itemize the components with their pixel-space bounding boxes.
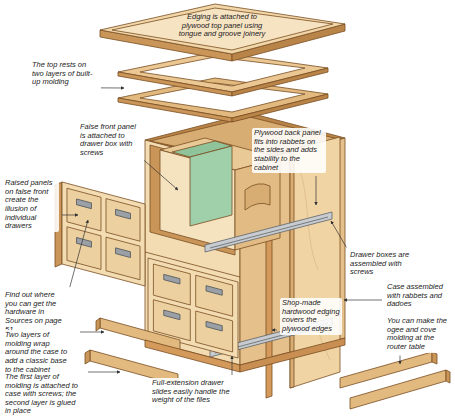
drawer-pull	[164, 310, 180, 320]
top-panel	[100, 4, 345, 61]
leader-line	[316, 176, 317, 205]
raised-panel	[196, 311, 233, 352]
leader-line	[400, 356, 401, 365]
callout-note: You can make the ogee and cove molding a…	[385, 316, 451, 353]
drawer-pull	[77, 238, 92, 248]
leader-line	[80, 332, 104, 333]
callout-note: Shop-made hardwood edging covers the ply…	[280, 298, 342, 335]
leader-line	[232, 356, 233, 375]
drawer-pull	[116, 209, 131, 219]
callout-note: Drawer boxes are assembled with screws	[348, 250, 420, 278]
callout-note: Find out where you can get the hardware …	[3, 290, 69, 335]
callout-note: The top rests on two layers of built-up …	[30, 60, 98, 88]
raised-panel	[196, 275, 233, 316]
raised-panel	[67, 188, 101, 231]
raised-panel	[106, 237, 140, 280]
drawer-pull	[206, 321, 222, 331]
callout-note: Plywood back panel fits into rabbets on …	[252, 128, 326, 173]
leader-line	[144, 160, 178, 190]
callout-note: Full-extension drawer slides easily hand…	[150, 378, 232, 406]
drawer-pull	[116, 248, 131, 258]
callout-note: Raised panels on false front create the …	[3, 178, 59, 232]
leader-line	[62, 215, 78, 216]
leader-line	[101, 87, 124, 88]
leader-line	[70, 220, 88, 287]
built-up-molding	[118, 52, 328, 122]
raised-panel	[67, 227, 101, 270]
callout-note: The first layer of molding is attached t…	[3, 372, 85, 417]
drawer-pull	[206, 286, 222, 296]
leader-line	[331, 221, 346, 247]
callout-note: Two layers of molding wrap around the ca…	[3, 330, 77, 375]
drawer-pull	[164, 274, 180, 284]
callout-note: Edging is attached to plywood top panel …	[172, 12, 272, 40]
raised-panel	[106, 199, 140, 242]
callout-note: Case assembled with rabbets and dadoes	[385, 282, 451, 310]
leader-line	[88, 372, 120, 373]
callout-note: False front panel is attached to drawer …	[78, 122, 142, 159]
leader-line	[272, 330, 277, 331]
false-front-upper	[55, 182, 145, 286]
leader-line	[344, 300, 382, 301]
drawer-pull	[77, 199, 92, 209]
raised-panel	[153, 264, 190, 305]
